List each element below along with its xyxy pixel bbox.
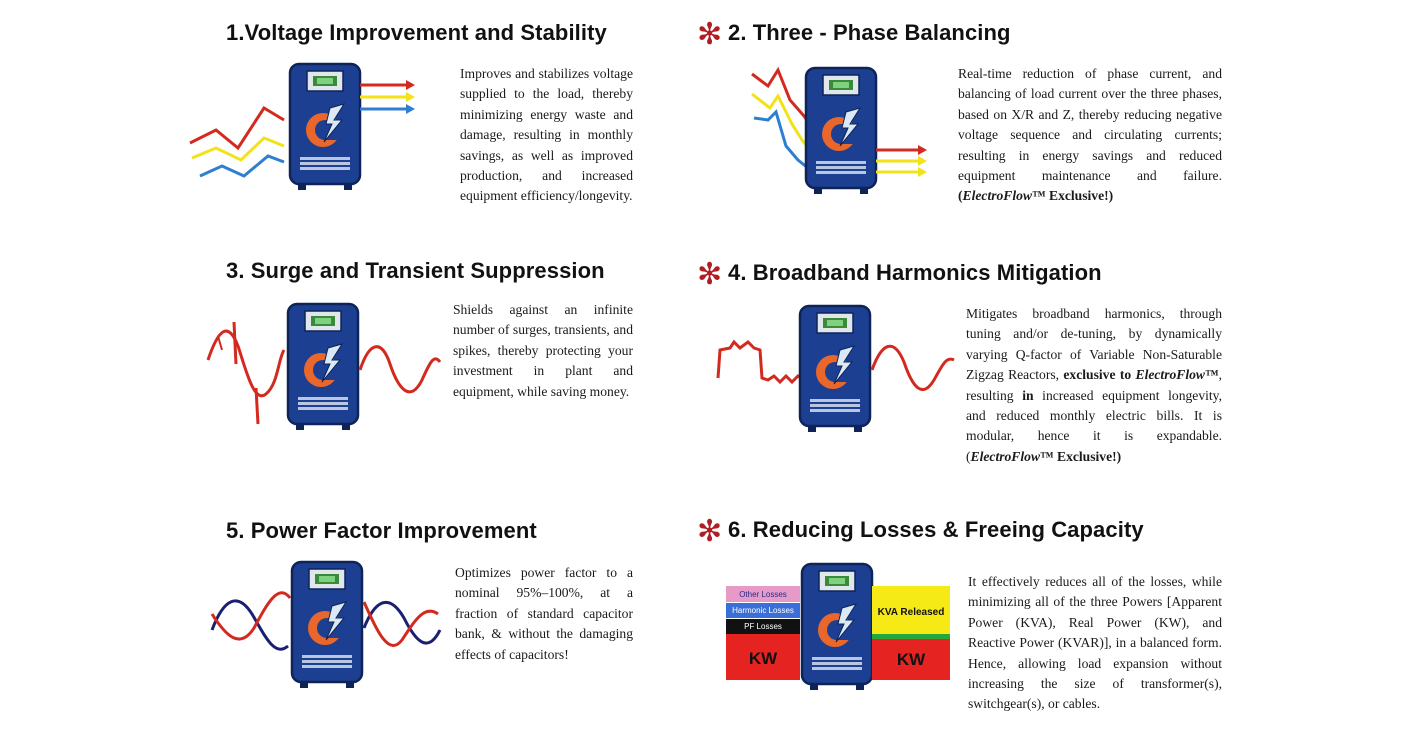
section-6-description: It effectively reduces all of the losses…: [968, 574, 1222, 712]
section-6-title: 6. Reducing Losses & Freeing Capacity: [728, 517, 1144, 542]
section-2-description: Real-time reduction of phase current, an…: [958, 64, 1222, 207]
power-factor-illustration: [210, 560, 442, 690]
kva-released-label: KVA Released: [878, 607, 945, 618]
device-cabinet-icon: [288, 62, 362, 192]
phase-balancing-illustration: [751, 66, 927, 195]
section-3-description: Shields against an infinite number of su…: [453, 302, 633, 399]
description-fragment: in: [1022, 387, 1034, 403]
section-4-description: Mitigates broadband harmonics, through t…: [966, 304, 1222, 467]
device-cabinet-icon: [800, 562, 874, 692]
voltage-illustration: [189, 62, 415, 192]
description-fragment: ™ Exclusive!): [1032, 188, 1114, 204]
description-fragment: ElectroFlow: [970, 448, 1041, 464]
section-1-description: Improves and stabilizes voltage supplied…: [460, 66, 633, 204]
section-1-title: 1.Voltage Improvement and Stability: [226, 20, 607, 45]
description-fragment: ™ Exclusive!): [1040, 448, 1122, 464]
device-cabinet-icon: [804, 66, 878, 195]
description-fragment: Real-time reduction of phase current, an…: [958, 66, 1222, 184]
section-4-title: 4. Broadband Harmonics Mitigation: [728, 260, 1102, 285]
description-fragment: ElectroFlow: [962, 188, 1033, 204]
description-fragment: exclusive to: [1063, 367, 1136, 383]
loss-label-harmonic: Harmonic Losses: [732, 606, 794, 615]
description-fragment: ™: [1205, 367, 1219, 383]
loss-label-kw-right: KW: [897, 650, 926, 669]
description-fragment: (: [958, 188, 963, 204]
description-fragment: increased equipment longevity, and reduc…: [966, 387, 1222, 464]
section-5-title: 5. Power Factor Improvement: [226, 518, 537, 543]
description-fragment: Mitigates broadband harmonics, through t…: [966, 306, 1222, 383]
device-cabinet-icon: [286, 302, 360, 432]
star-icon: ✻: [697, 257, 723, 292]
surge-illustration: [206, 302, 442, 432]
device-cabinet-icon: [798, 304, 872, 432]
star-icon: ✻: [697, 17, 723, 52]
loss-label-pf: PF Losses: [744, 622, 782, 631]
section-3-title: 3. Surge and Transient Suppression: [226, 258, 605, 283]
harmonics-illustration: [716, 304, 955, 432]
device-cabinet-icon: [290, 560, 364, 690]
losses-illustration: Other Losses Harmonic Losses PF Losses K…: [726, 562, 950, 692]
section-5-description: Optimizes power factor to a nominal 95%–…: [455, 565, 633, 662]
section-2-title: 2. Three - Phase Balancing: [728, 20, 1011, 45]
description-fragment: ElectroFlow: [1135, 367, 1205, 383]
loss-label-kw-left: KW: [749, 649, 778, 668]
description-fragment: , resulting: [966, 367, 1222, 403]
star-icon: ✻: [697, 514, 723, 549]
loss-label-other: Other Losses: [739, 590, 787, 599]
